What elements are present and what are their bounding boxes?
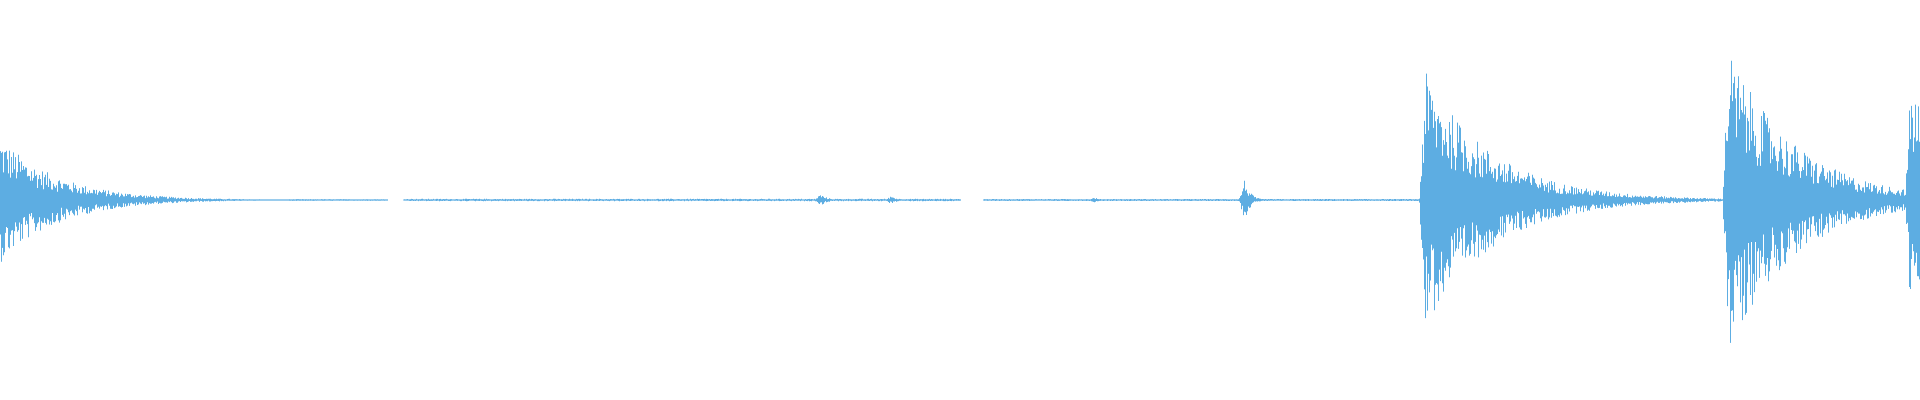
- waveform-trace: [0, 60, 1920, 343]
- waveform-samples: [0, 60, 1920, 343]
